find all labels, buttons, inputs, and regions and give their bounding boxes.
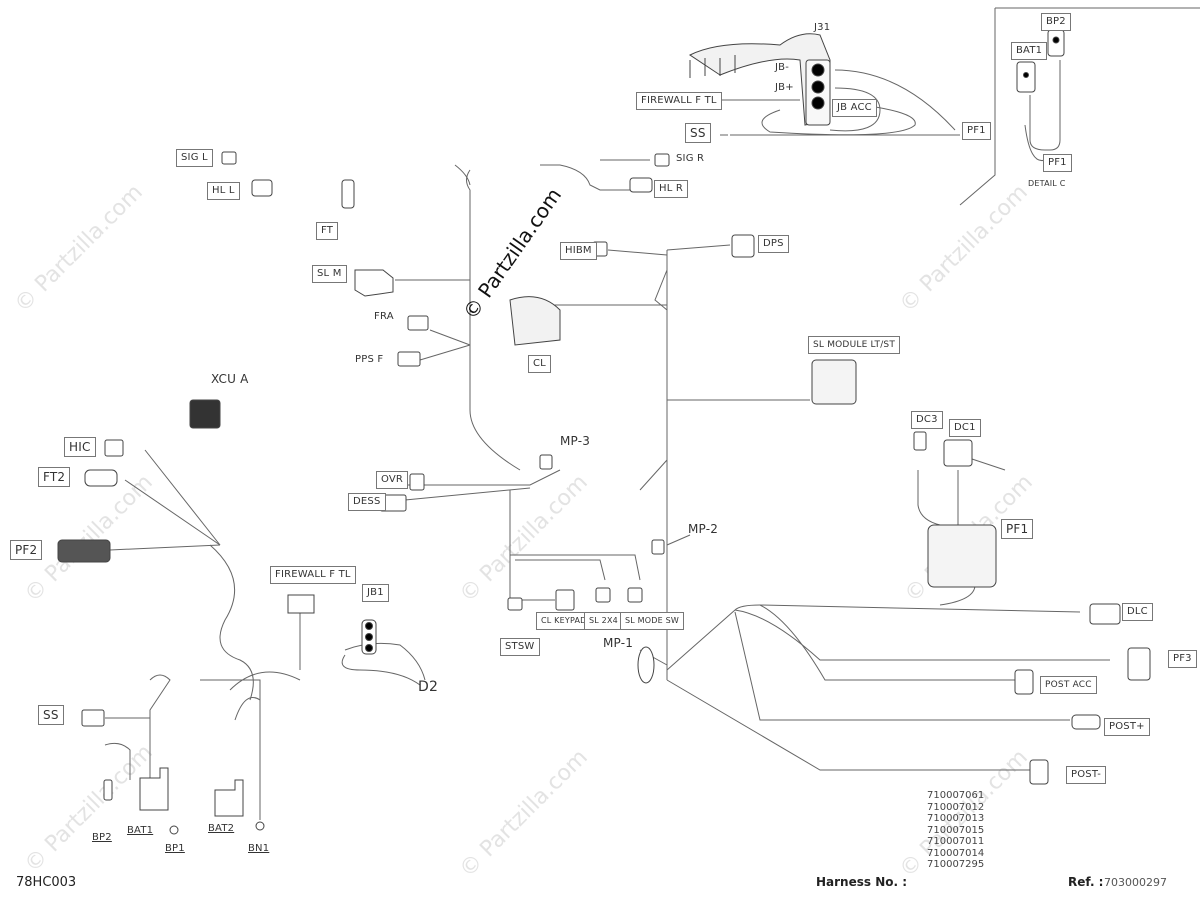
label-post-plus: POST+ xyxy=(1104,718,1150,736)
label-sig-l: SIG L xyxy=(176,149,213,167)
label-ovr: OVR xyxy=(376,471,409,489)
label-jb-plus: JB+ xyxy=(775,82,794,93)
label-sl-m: SL M xyxy=(312,265,347,283)
harness-number: 710007012 xyxy=(927,801,985,813)
label-ft2: FT2 xyxy=(38,467,71,487)
diagram-code: 78HC003 xyxy=(16,875,77,890)
label-pf2: PF2 xyxy=(10,540,43,560)
label-sl-mode-sw: SL MODE SW xyxy=(620,612,685,630)
harness-number: 710007014 xyxy=(927,847,985,859)
label-bat2: BAT2 xyxy=(208,823,235,834)
label-bp2-bottom: BP2 xyxy=(92,832,112,843)
label-post-acc: POST ACC xyxy=(1040,676,1097,694)
label-hic: HIC xyxy=(64,437,96,457)
label-firewall-top: FIREWALL F TL xyxy=(636,92,722,110)
label-jb1: JB1 xyxy=(362,584,389,602)
label-firewall-bottom: FIREWALL F TL xyxy=(270,566,356,584)
harness-number: 710007295 xyxy=(927,859,985,870)
label-pf1-mid: PF1 xyxy=(1001,519,1034,539)
label-ft: FT xyxy=(316,222,339,240)
label-pf3: PF3 xyxy=(1168,650,1197,668)
label-stsw: STSW xyxy=(500,638,540,656)
harness-label: Harness No. : xyxy=(816,875,908,889)
label-j31: J31 xyxy=(814,22,831,33)
label-bat1-top: BAT1 xyxy=(1011,42,1048,60)
label-pps-f: PPS F xyxy=(355,354,384,365)
label-hl-l: HL L xyxy=(207,182,240,200)
battery-post-detail-icon xyxy=(1016,29,1065,93)
label-sig-r: SIG R xyxy=(676,153,705,164)
label-hl-r: HL R xyxy=(654,180,689,198)
label-hibm: HIBM xyxy=(560,242,597,260)
label-ss-top: SS xyxy=(685,123,711,143)
j31-fuse-block-icon xyxy=(689,33,831,126)
label-fra: FRA xyxy=(374,311,394,322)
label-dps: DPS xyxy=(758,235,789,253)
label-mp3: MP-3 xyxy=(560,434,591,448)
harness-number: 710007015 xyxy=(927,824,985,836)
ref-label: Ref. : xyxy=(1068,875,1104,889)
ref-value: 703000297 xyxy=(1104,876,1167,889)
harness-number: 710007061 xyxy=(927,790,985,801)
label-bn1: BN1 xyxy=(248,843,270,854)
label-jb-acc: JB ACC xyxy=(832,99,877,117)
label-dess: DESS xyxy=(348,493,386,511)
label-jb-minus: JB- xyxy=(775,62,790,73)
label-post-minus: POST- xyxy=(1066,766,1107,784)
harness-number: 710007011 xyxy=(927,836,985,847)
connector-icons xyxy=(57,151,1151,835)
label-bp2-top: BP2 xyxy=(1041,13,1071,31)
label-cl-keypad: CL KEYPAD xyxy=(536,612,592,630)
label-mp1: MP-1 xyxy=(603,636,634,650)
label-detail-c: DETAIL C xyxy=(1028,179,1066,188)
label-cl: CL xyxy=(528,355,551,373)
label-bp1: BP1 xyxy=(165,843,185,854)
label-dc3: DC3 xyxy=(911,411,943,429)
label-ss-bottom: SS xyxy=(38,705,64,725)
label-dc1: DC1 xyxy=(949,419,981,437)
label-sl-module: SL MODULE LT/ST xyxy=(808,336,901,354)
harness-number-list: 710007061 710007012 710007013 710007015 … xyxy=(927,790,984,871)
label-bat1-bottom: BAT1 xyxy=(127,825,154,836)
label-mp2: MP-2 xyxy=(688,522,719,536)
label-d2: D2 xyxy=(418,679,439,695)
label-xcu-a: XCU A xyxy=(211,372,249,386)
harness-number: 710007013 xyxy=(927,813,985,824)
label-pf1-top: PF1 xyxy=(962,122,991,140)
label-sl-2x4: SL 2X4 xyxy=(584,612,623,630)
label-dlc: DLC xyxy=(1122,603,1153,621)
label-pf1-detail: PF1 xyxy=(1043,154,1072,172)
